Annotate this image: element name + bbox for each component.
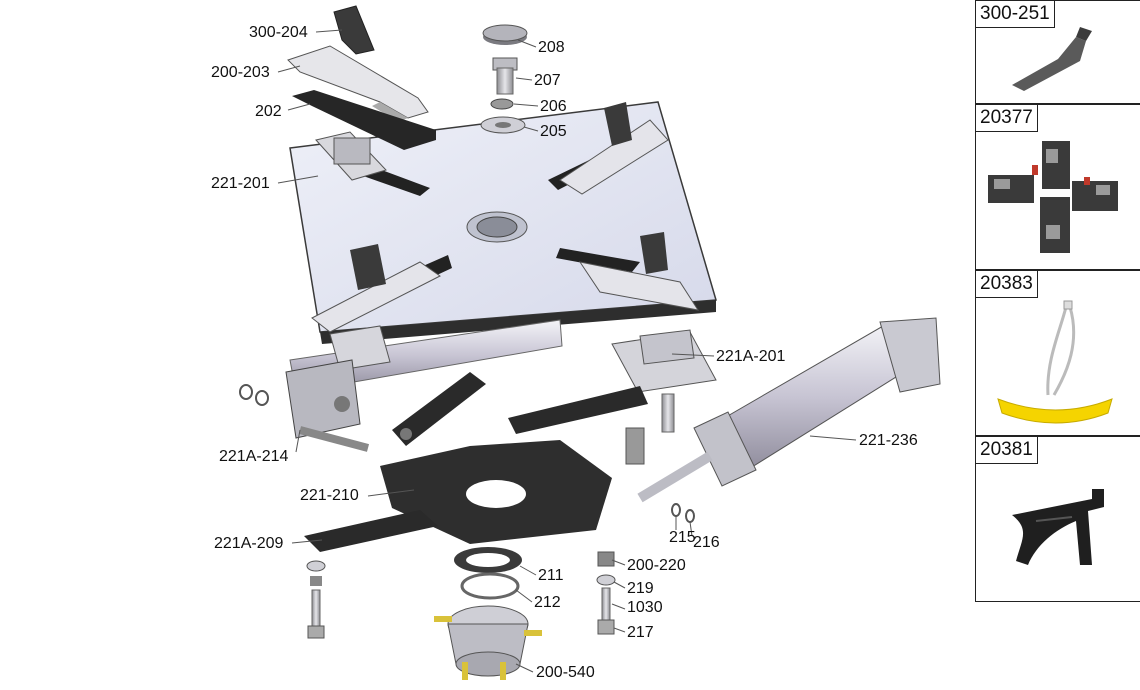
callout-205: 205 [540,123,567,140]
callout-207: 207 [534,72,561,89]
jaw-top-right [559,102,669,195]
spacer-stack [625,427,645,465]
washer-205 [480,116,526,134]
bolt-stack-right [596,551,616,635]
callout-300-204: 300-204 [249,24,308,41]
link-arm-221A-209 [304,510,438,552]
callout-215: 215 [669,529,696,546]
washer-206 [490,98,514,110]
callout-217: 217 [627,624,654,641]
callout-221-210: 221-210 [300,487,359,504]
bead-pressing-tool-icon [1012,489,1104,565]
link-arm-right [508,386,648,434]
callout-216: 216 [693,534,720,551]
jaw-insert-300-204 [333,5,375,55]
jaw-plate-202 [292,90,436,150]
rotary-union-200-540 [434,605,542,680]
jaw-bottom-left [311,244,441,333]
cap-208 [482,24,528,45]
callout-221A-201: 221A-201 [716,348,786,365]
callout-200-540: 200-540 [536,664,595,681]
leader-lines [277,29,857,673]
callout-212: 212 [534,594,561,611]
callout-221-201: 221-201 [211,175,270,192]
callout-221A-214: 221A-214 [219,448,289,465]
ring-211 [454,547,522,573]
callout-200-203: 200-203 [211,64,270,81]
callout-1030: 1030 [627,599,663,616]
accessory-panel-20383: 20383 [975,270,1140,436]
cylinder-bolt [661,393,675,433]
block-221A-201-right [611,329,717,393]
cylinder-end-221A-214 [239,359,370,452]
bolt-stack-left [306,560,326,639]
accessory-panel-20377: 20377 [975,104,1140,270]
callout-206: 206 [540,98,567,115]
callout-200-220: 200-220 [627,557,686,574]
callout-208: 208 [538,39,565,56]
accessory-panel-20381: 20381 [975,436,1140,602]
jaw-protector-icon [1012,27,1092,91]
link-arm-upper [392,372,486,446]
callout-202: 202 [255,103,282,120]
block-221A-201-left [329,325,391,371]
jaw-bottom-right [578,232,700,311]
callout-211: 211 [538,567,564,584]
clamp-kit-icon [988,141,1118,253]
accessory-code: 20381 [976,437,1038,464]
accessory-code: 20377 [976,105,1038,132]
accessory-panel-300-251: 300-251 [975,0,1140,104]
jaw-cover-200-203 [287,45,429,122]
bolt-207 [492,57,518,95]
callout-221A-209: 221A-209 [214,535,284,552]
rim-protector-strap-icon [997,300,1113,424]
exploded-diagram [239,5,941,680]
callout-221-236: 221-236 [859,432,918,449]
accessory-code: 20383 [976,271,1038,298]
base-plate-221-210 [380,440,612,544]
jaw-top-left [315,131,387,181]
ring-212 [460,572,520,600]
right-cylinder-221-236 [637,317,941,523]
callout-219: 219 [627,580,654,597]
accessory-code: 300-251 [976,1,1055,28]
